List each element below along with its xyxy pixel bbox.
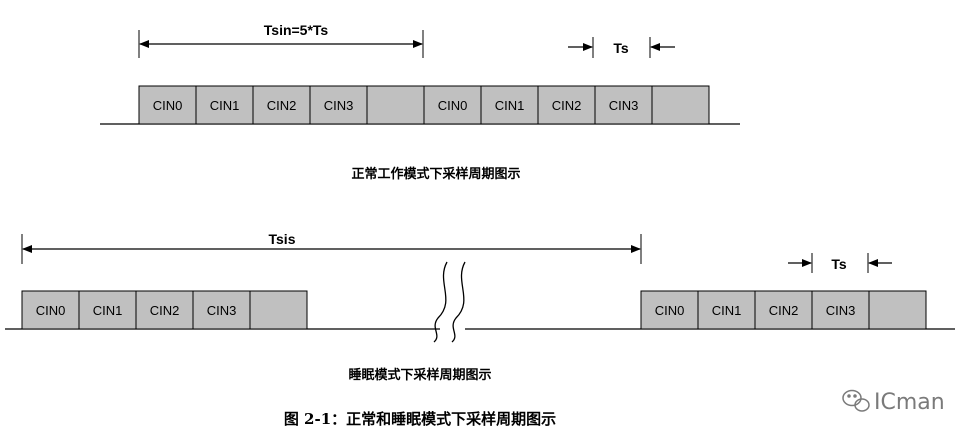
cell-label: CIN3	[207, 303, 237, 318]
cell-label: CIN2	[150, 303, 180, 318]
cell-label: CIN1	[210, 98, 240, 113]
timeline-break-mark-2	[451, 261, 466, 343]
cell-label: CIN0	[438, 98, 468, 113]
ts-label: Ts	[613, 40, 629, 56]
sample-cell-cin3	[594, 85, 653, 125]
idle-cell	[249, 290, 308, 330]
cell-label: CIN0	[655, 303, 685, 318]
wechat-icon	[842, 389, 870, 412]
sample-cell-cin1	[78, 290, 137, 330]
sample-cell-cin2	[537, 85, 596, 125]
cell-label: CIN2	[552, 98, 582, 113]
normal-mode-caption: 正常工作模式下采样周期图示	[351, 166, 520, 182]
cell-label: CIN3	[324, 98, 354, 113]
timeline-break-mark-1	[433, 261, 448, 343]
cell-label: CIN0	[153, 98, 183, 113]
cell-label: CIN1	[93, 303, 123, 318]
watermark: ICman	[842, 389, 945, 415]
cell-label: CIN2	[267, 98, 297, 113]
sleep-cells-row-left: CIN0 CIN1 CIN2 CIN3	[21, 290, 308, 330]
sleep-mode-caption: 睡眠模式下采样周期图示	[348, 367, 491, 383]
sleep-cells-row-right: CIN0 CIN1 CIN2 CIN3	[640, 290, 927, 330]
normal-cells-row: CIN0 CIN1 CIN2 CIN3 CIN0 CIN1 CIN2 CIN3	[138, 85, 710, 125]
cell-label: CIN3	[826, 303, 856, 318]
idle-cell	[868, 290, 927, 330]
sample-cell-cin0	[21, 290, 80, 330]
cell-label: CIN1	[495, 98, 525, 113]
cell-label: CIN0	[36, 303, 66, 318]
tsis-span-label: Tsis	[269, 231, 296, 247]
cell-label: CIN1	[712, 303, 742, 318]
idle-cell	[651, 85, 710, 125]
cell-label: CIN2	[769, 303, 799, 318]
sample-cell-cin1	[195, 85, 254, 125]
ts2-label: Ts	[831, 256, 847, 272]
watermark-text: ICman	[874, 390, 945, 415]
sample-cell-cin2	[135, 290, 194, 330]
cell-label: CIN3	[609, 98, 639, 113]
idle-cell	[366, 85, 425, 125]
tsin-span-label: Tsin=5*Ts	[264, 22, 329, 38]
sample-cell-cin3	[811, 290, 870, 330]
sample-cell-cin0	[138, 85, 197, 125]
sample-cell-cin1	[480, 85, 539, 125]
figure-caption: 图 2-1：正常和睡眠模式下采样周期图示	[284, 410, 556, 428]
sample-cell-cin2	[754, 290, 813, 330]
